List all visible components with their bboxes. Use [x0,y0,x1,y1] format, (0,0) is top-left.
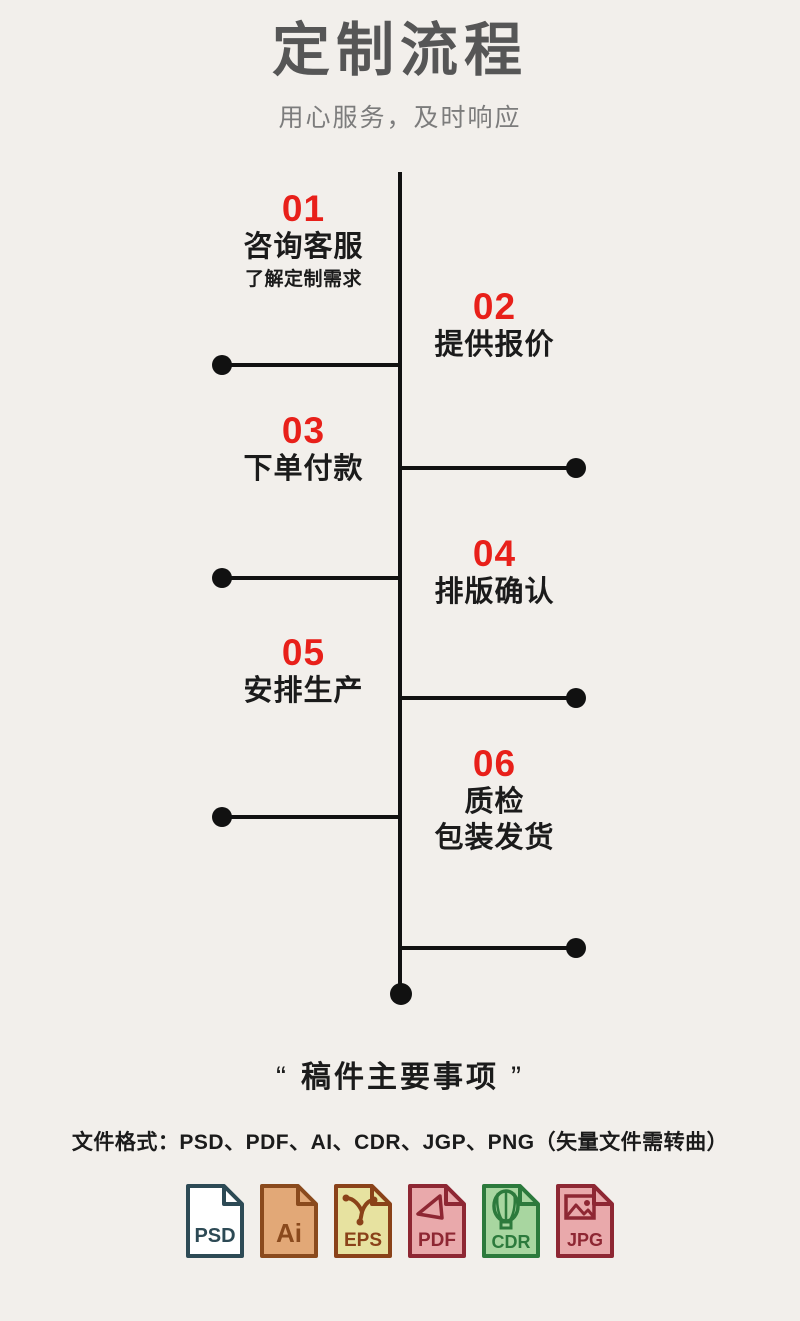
step-label-04: 排版确认 [434,575,555,608]
branch-dot-3 [212,568,232,588]
psd-file-icon: PSD [184,1182,246,1260]
svg-text:JPG: JPG [567,1230,603,1250]
step-label-01: 咨询客服 [243,230,364,263]
timeline-step-04: 04 排版确认 [398,533,583,610]
file-type-icon-row: PSD Ai [0,1182,800,1260]
timeline-end-dot [390,983,412,1005]
ai-file-icon: Ai [258,1182,320,1260]
branch-line-3 [222,576,402,580]
eps-file-icon: EPS [332,1182,394,1260]
timeline-step-05: 05 安排生产 [215,632,400,709]
branch-dot-6 [566,938,586,958]
process-timeline: 01 咨询客服 了解定制需求 02 提供报价 03 下单付款 04 排版确认 0… [212,172,586,1005]
step-number-03: 03 [281,410,326,451]
timeline-step-01: 01 咨询客服 了解定制需求 [215,188,400,293]
step-number-04: 04 [472,533,517,574]
step-sublabel-01: 了解定制需求 [244,269,362,291]
footer-heading: “ 稿件主要事项 ” [0,1060,800,1096]
quote-close: ” [511,1061,524,1094]
branch-dot-5 [212,807,232,827]
page-subtitle: 用心服务，及时响应 [278,104,522,132]
branch-dot-1 [212,355,232,375]
svg-text:EPS: EPS [344,1230,382,1251]
footer-heading-text: 稿件主要事项 [301,1061,499,1094]
branch-line-6 [398,946,578,950]
branch-line-1 [222,363,402,367]
step-number-02: 02 [472,286,517,327]
branch-line-2 [398,466,578,470]
branch-line-5 [222,815,402,819]
timeline-step-03: 03 下单付款 [215,410,400,487]
svg-text:Ai: Ai [276,1218,302,1248]
timeline-spine [398,172,402,994]
step-label-03: 下单付款 [243,452,364,485]
step-number-06: 06 [472,743,517,784]
file-formats-line: 文件格式：PSD、PDF、AI、CDR、JGP、PNG（矢量文件需转曲） [71,1131,729,1154]
branch-line-4 [398,696,578,700]
quote-open: “ [276,1061,289,1094]
step-label-02: 提供报价 [434,328,555,361]
pdf-file-icon: PDF [406,1182,468,1260]
timeline-step-06: 06 质检 包装发货 [398,743,583,856]
svg-text:CDR: CDR [492,1232,531,1252]
branch-dot-4 [566,688,586,708]
svg-text:PSD: PSD [194,1225,235,1247]
step-number-01: 01 [281,188,326,229]
header: 定制流程 用心服务，及时响应 [0,0,800,134]
step-label-05: 安排生产 [243,674,364,707]
cdr-file-icon: CDR [480,1182,542,1260]
branch-dot-2 [566,458,586,478]
page-title: 定制流程 [271,18,528,83]
step-label-06: 质检 包装发货 [434,785,555,855]
timeline-step-02: 02 提供报价 [398,286,583,363]
svg-text:PDF: PDF [418,1230,456,1251]
step-number-05: 05 [281,632,326,673]
jpg-file-icon: JPG [554,1182,616,1260]
footer: “ 稿件主要事项 ” 文件格式：PSD、PDF、AI、CDR、JGP、PNG（矢量文… [0,1060,800,1260]
